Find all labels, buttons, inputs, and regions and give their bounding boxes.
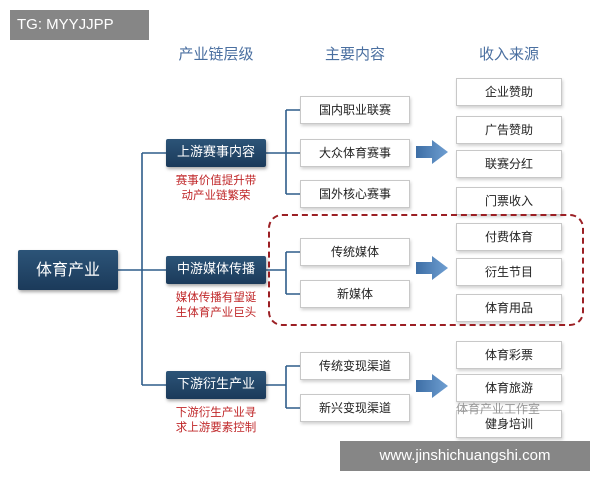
arrow-icon-top	[416, 140, 448, 164]
watermark-text: 体育产业工作室	[456, 402, 541, 416]
revenue-item: 体育用品	[456, 294, 562, 322]
revenue-item: 联赛分红	[456, 150, 562, 178]
content-item: 大众体育赛事	[300, 139, 410, 167]
arrow-icon-middle	[416, 256, 448, 280]
revenue-item: 体育彩票	[456, 341, 562, 369]
header-content: 主要内容	[324, 45, 385, 63]
tg-label: TG: MYYJJPP	[10, 10, 149, 40]
content-item: 新兴变现渠道	[300, 394, 410, 422]
content-item: 传统变现渠道	[300, 352, 410, 380]
arrow-icon-bottom	[416, 374, 448, 398]
content-item: 国内职业联赛	[300, 96, 410, 124]
branch-downstream-note: 下游衍生产业寻 求上游要素控制	[160, 405, 272, 435]
branch-midstream: 中游媒体传播	[166, 256, 266, 284]
top-branch-connector	[266, 109, 300, 195]
note-line: 媒体传播有望诞	[175, 290, 257, 304]
bottom-branch-connector	[266, 365, 300, 409]
header-level: 产业链层级	[178, 45, 254, 63]
middle-branch-connector	[266, 251, 300, 295]
revenue-item: 门票收入	[456, 187, 562, 215]
note-line: 生体育产业巨头	[175, 305, 257, 319]
midstream-highlight-border	[268, 214, 584, 326]
note-line: 动产业链繁荣	[181, 188, 251, 202]
branch-upstream-note: 赛事价值提升带 动产业链繁荣	[160, 173, 272, 203]
branch-upstream: 上游赛事内容	[166, 139, 266, 167]
note-line: 下游衍生产业寻	[175, 405, 257, 419]
content-item: 国外核心赛事	[300, 180, 410, 208]
revenue-item: 广告赞助	[456, 116, 562, 144]
revenue-item: 健身培训	[456, 410, 562, 438]
site-url-label: www.jinshichuangshi.com	[340, 441, 590, 471]
content-item: 新媒体	[300, 280, 410, 308]
revenue-item: 体育旅游	[456, 374, 562, 402]
content-item: 传统媒体	[300, 238, 410, 266]
revenue-item: 衍生节目	[456, 258, 562, 286]
header-revenue: 收入来源	[478, 45, 539, 63]
root-connector	[118, 152, 166, 386]
branch-midstream-note: 媒体传播有望诞 生体育产业巨头	[160, 290, 272, 320]
revenue-item: 付费体育	[456, 223, 562, 251]
note-line: 赛事价值提升带	[175, 173, 257, 187]
note-line: 求上游要素控制	[175, 420, 257, 434]
revenue-item: 企业赞助	[456, 78, 562, 106]
root-node: 体育产业	[18, 250, 118, 290]
branch-downstream: 下游衍生产业	[166, 371, 266, 399]
